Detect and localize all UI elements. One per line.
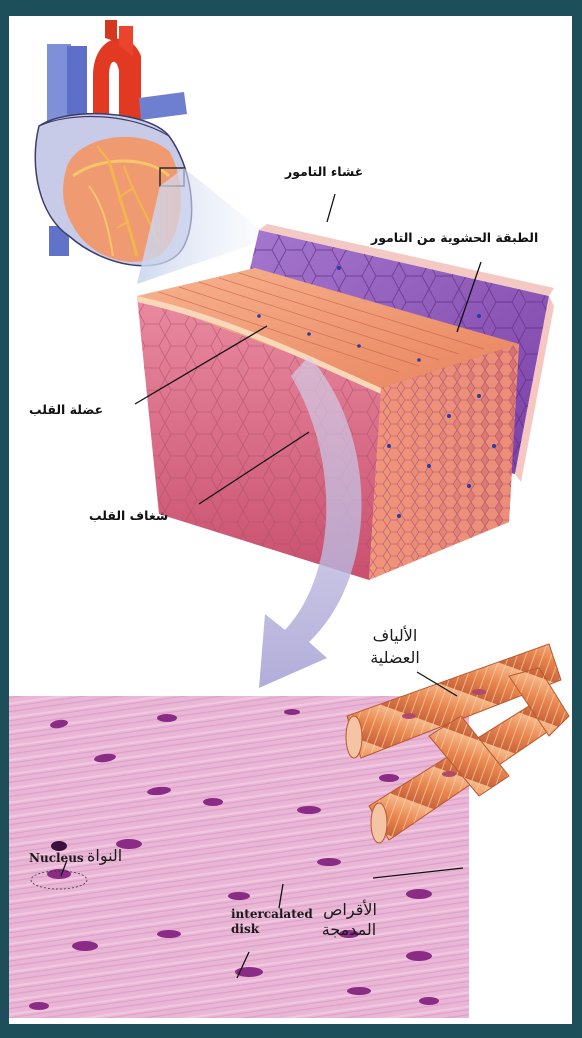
muscle-fibers-label-line2: العضلية <box>355 648 435 668</box>
nucleus-label-en: Nucleus <box>29 852 84 865</box>
figure-panel: غشاء التامور الطبقة الحشوية من التامور ع… <box>9 16 572 1024</box>
intercalated-disk-label-ar-line1: الأقراص <box>315 900 385 920</box>
nucleus-label-ar: النواة <box>87 846 122 866</box>
visceral-pericardium-label: الطبقة الحشوية من التامور <box>371 230 538 245</box>
muscle-fibers-label-line1: الألياف <box>355 626 435 646</box>
endocardium-label: شغاف القلب <box>89 508 168 523</box>
intercalated-disk-label-en-line1: intercalated <box>231 908 313 921</box>
intercalated-disk-label-en-line2: disk <box>231 923 259 936</box>
myocardium-label: عضلة القلب <box>29 402 103 417</box>
intercalated-disk-label-ar-line2: المدمجة <box>309 920 389 940</box>
pericardium-label: غشاء التامور <box>285 164 363 179</box>
